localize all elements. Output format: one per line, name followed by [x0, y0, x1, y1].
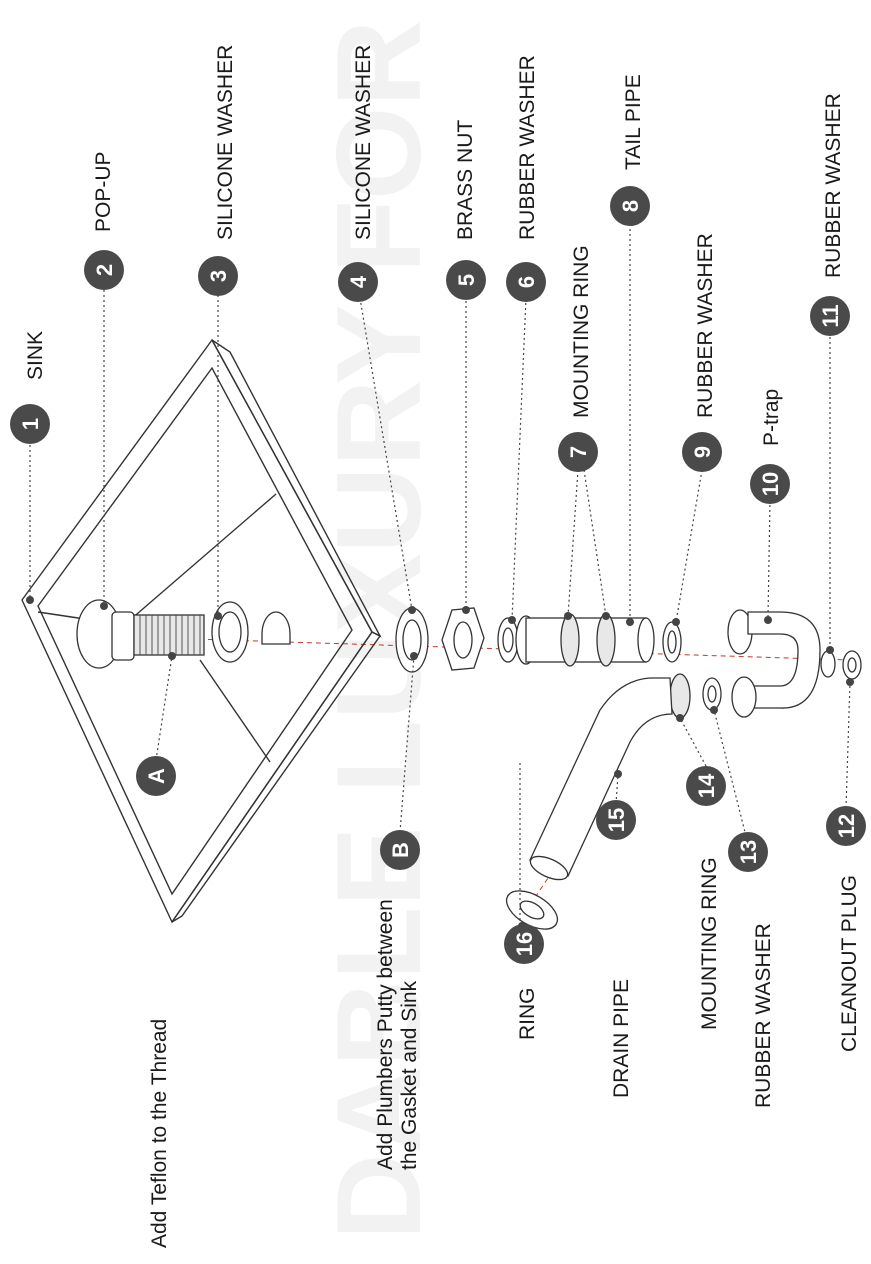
- mounting-ring-14: [669, 673, 691, 719]
- label-rubber-washer-6: RUBBER WASHER: [516, 55, 539, 240]
- marker-10: 10: [750, 464, 790, 504]
- marker-2: 2: [84, 250, 124, 290]
- label-silicone-washer-4: SILICONE WASHER: [352, 45, 375, 240]
- marker-13: 13: [728, 832, 768, 872]
- label-p-trap: P-trap: [760, 389, 783, 446]
- label-ring: RING: [516, 988, 539, 1041]
- svg-text:A: A: [144, 768, 169, 784]
- drain-pipe: [529, 677, 673, 881]
- label-rubber-washer-13: RUBBER WASHER: [752, 923, 775, 1108]
- svg-text:16: 16: [512, 932, 537, 956]
- rubber-washer-13: [702, 677, 722, 711]
- marker-5: 5: [446, 260, 486, 300]
- marker-12: 12: [826, 806, 866, 846]
- assembly-axis: [99, 635, 851, 661]
- brass-nut: [441, 607, 485, 671]
- svg-text:13: 13: [736, 840, 761, 864]
- cleanout-plug: [842, 650, 862, 680]
- marker-6: 6: [506, 262, 546, 302]
- svg-text:7: 7: [566, 446, 591, 458]
- marker-B: B: [380, 830, 420, 870]
- label-mounting-ring-7: MOUNTING RING: [570, 245, 593, 418]
- p-trap: [727, 609, 821, 718]
- marker-7: 7: [558, 432, 598, 472]
- svg-text:8: 8: [618, 200, 643, 212]
- label-silicone-washer-3: SILICONE WASHER: [214, 45, 237, 240]
- pop-up-thread: [139, 615, 201, 655]
- rubber-washer-9: [662, 621, 682, 663]
- svg-text:14: 14: [694, 773, 719, 798]
- svg-text:12: 12: [834, 814, 859, 838]
- label-note-b-line2: the Gasket and Sink: [398, 980, 421, 1170]
- silicone-washer-4: [395, 607, 429, 673]
- marker-11: 11: [810, 296, 850, 336]
- label-cleanout-plug: CLEANOUT PLUG: [838, 875, 861, 1052]
- svg-text:11: 11: [818, 304, 843, 327]
- svg-text:15: 15: [604, 808, 629, 832]
- svg-text:1: 1: [18, 418, 43, 430]
- marker-16: 16: [504, 924, 544, 964]
- svg-text:4: 4: [346, 275, 371, 288]
- label-drain-pipe: DRAIN PIPE: [610, 979, 633, 1098]
- label-tail-pipe: TAIL PIPE: [622, 74, 645, 170]
- label-note-b-line1: Add Plumbers Putty between: [374, 899, 397, 1170]
- label-brass-nut: BRASS NUT: [454, 120, 477, 240]
- marker-14: 14: [686, 766, 726, 806]
- marker-9: 9: [682, 432, 722, 472]
- rubber-washer-6: [497, 617, 519, 663]
- rubber-washer-11: [820, 650, 836, 678]
- label-note-a: Add Teflon to the Thread: [148, 1019, 171, 1248]
- svg-text:B: B: [388, 842, 413, 858]
- marker-8: 8: [610, 186, 650, 226]
- pop-up-drain: [76, 599, 205, 669]
- marker-A: A: [136, 756, 176, 796]
- marker-15: 15: [596, 800, 636, 840]
- pop-up-cap: [261, 611, 291, 645]
- label-mounting-ring-14: MOUNTING RING: [698, 857, 721, 1030]
- svg-text:2: 2: [92, 264, 117, 276]
- label-sink: SINK: [24, 331, 47, 380]
- label-rubber-washer-9: RUBBER WASHER: [694, 233, 717, 418]
- svg-text:10: 10: [758, 472, 783, 496]
- leader-lines: [29, 224, 851, 920]
- svg-text:6: 6: [514, 276, 539, 288]
- label-pop-up: POP-UP: [92, 151, 115, 232]
- marker-3: 3: [198, 256, 238, 296]
- marker-1: 1: [10, 404, 50, 444]
- svg-text:3: 3: [206, 270, 231, 282]
- marker-4: 4: [338, 262, 378, 302]
- svg-text:5: 5: [454, 274, 479, 286]
- label-rubber-washer-11: RUBBER WASHER: [822, 93, 845, 278]
- svg-text:9: 9: [690, 446, 715, 458]
